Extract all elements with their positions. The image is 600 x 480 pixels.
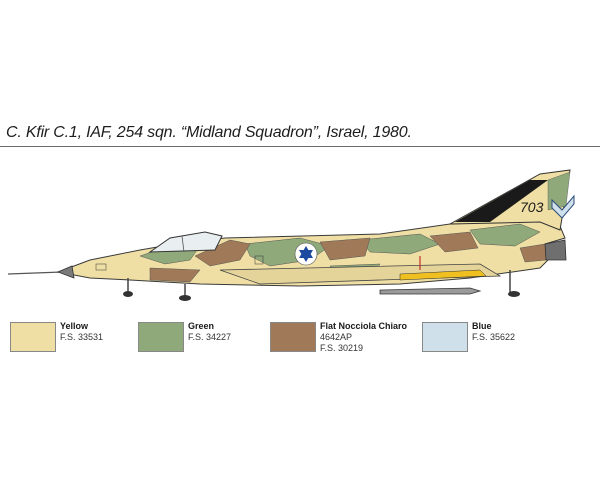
wing-yellow-stripe [399, 269, 487, 281]
camo-brown-3 [429, 231, 479, 253]
title-divider [0, 146, 600, 147]
tail-number: 703 [520, 199, 544, 215]
green-swatch [138, 322, 184, 352]
wing [219, 263, 502, 285]
camo-green-4 [469, 223, 541, 247]
legend-name: Blue [472, 321, 492, 331]
rear-wheel [508, 291, 520, 297]
underwing-store [379, 287, 482, 295]
panel-detail [95, 263, 107, 271]
camo-brown-1 [194, 239, 251, 267]
blue-swatch [422, 322, 468, 352]
panel-detail [254, 255, 264, 265]
main-wheel [179, 295, 191, 301]
legend-code: F.S. 34227 [188, 332, 232, 342]
legend-code: F.S. 30219 [320, 343, 364, 353]
nose-cone [56, 265, 75, 279]
legend-code: 4642AP [320, 332, 353, 342]
camo-green-3 [359, 233, 441, 255]
camo-brown-4 [149, 267, 201, 283]
pitot-tube [7, 271, 63, 275]
profile-title: C. Kfir C.1, IAF, 254 sqn. “Midland Squa… [6, 124, 412, 141]
legend-name: Yellow [60, 321, 89, 331]
star-of-david-icon [299, 246, 313, 262]
legend-code: F.S. 33531 [60, 332, 104, 342]
brown-swatch [270, 322, 316, 352]
aircraft-profile-illustration: 703 [7, 169, 575, 301]
legend-name: Flat Nocciola Chiaro [320, 321, 408, 331]
tail-chevron [551, 194, 575, 219]
exhaust-nozzle [544, 239, 567, 261]
canopy [148, 231, 223, 253]
yellow-swatch [10, 322, 56, 352]
tail-black-band [455, 180, 548, 222]
legend-name: Green [188, 321, 215, 331]
nose-wheel [123, 291, 133, 297]
legend-code: F.S. 35622 [472, 332, 516, 342]
camo-brown-2 [319, 237, 371, 261]
